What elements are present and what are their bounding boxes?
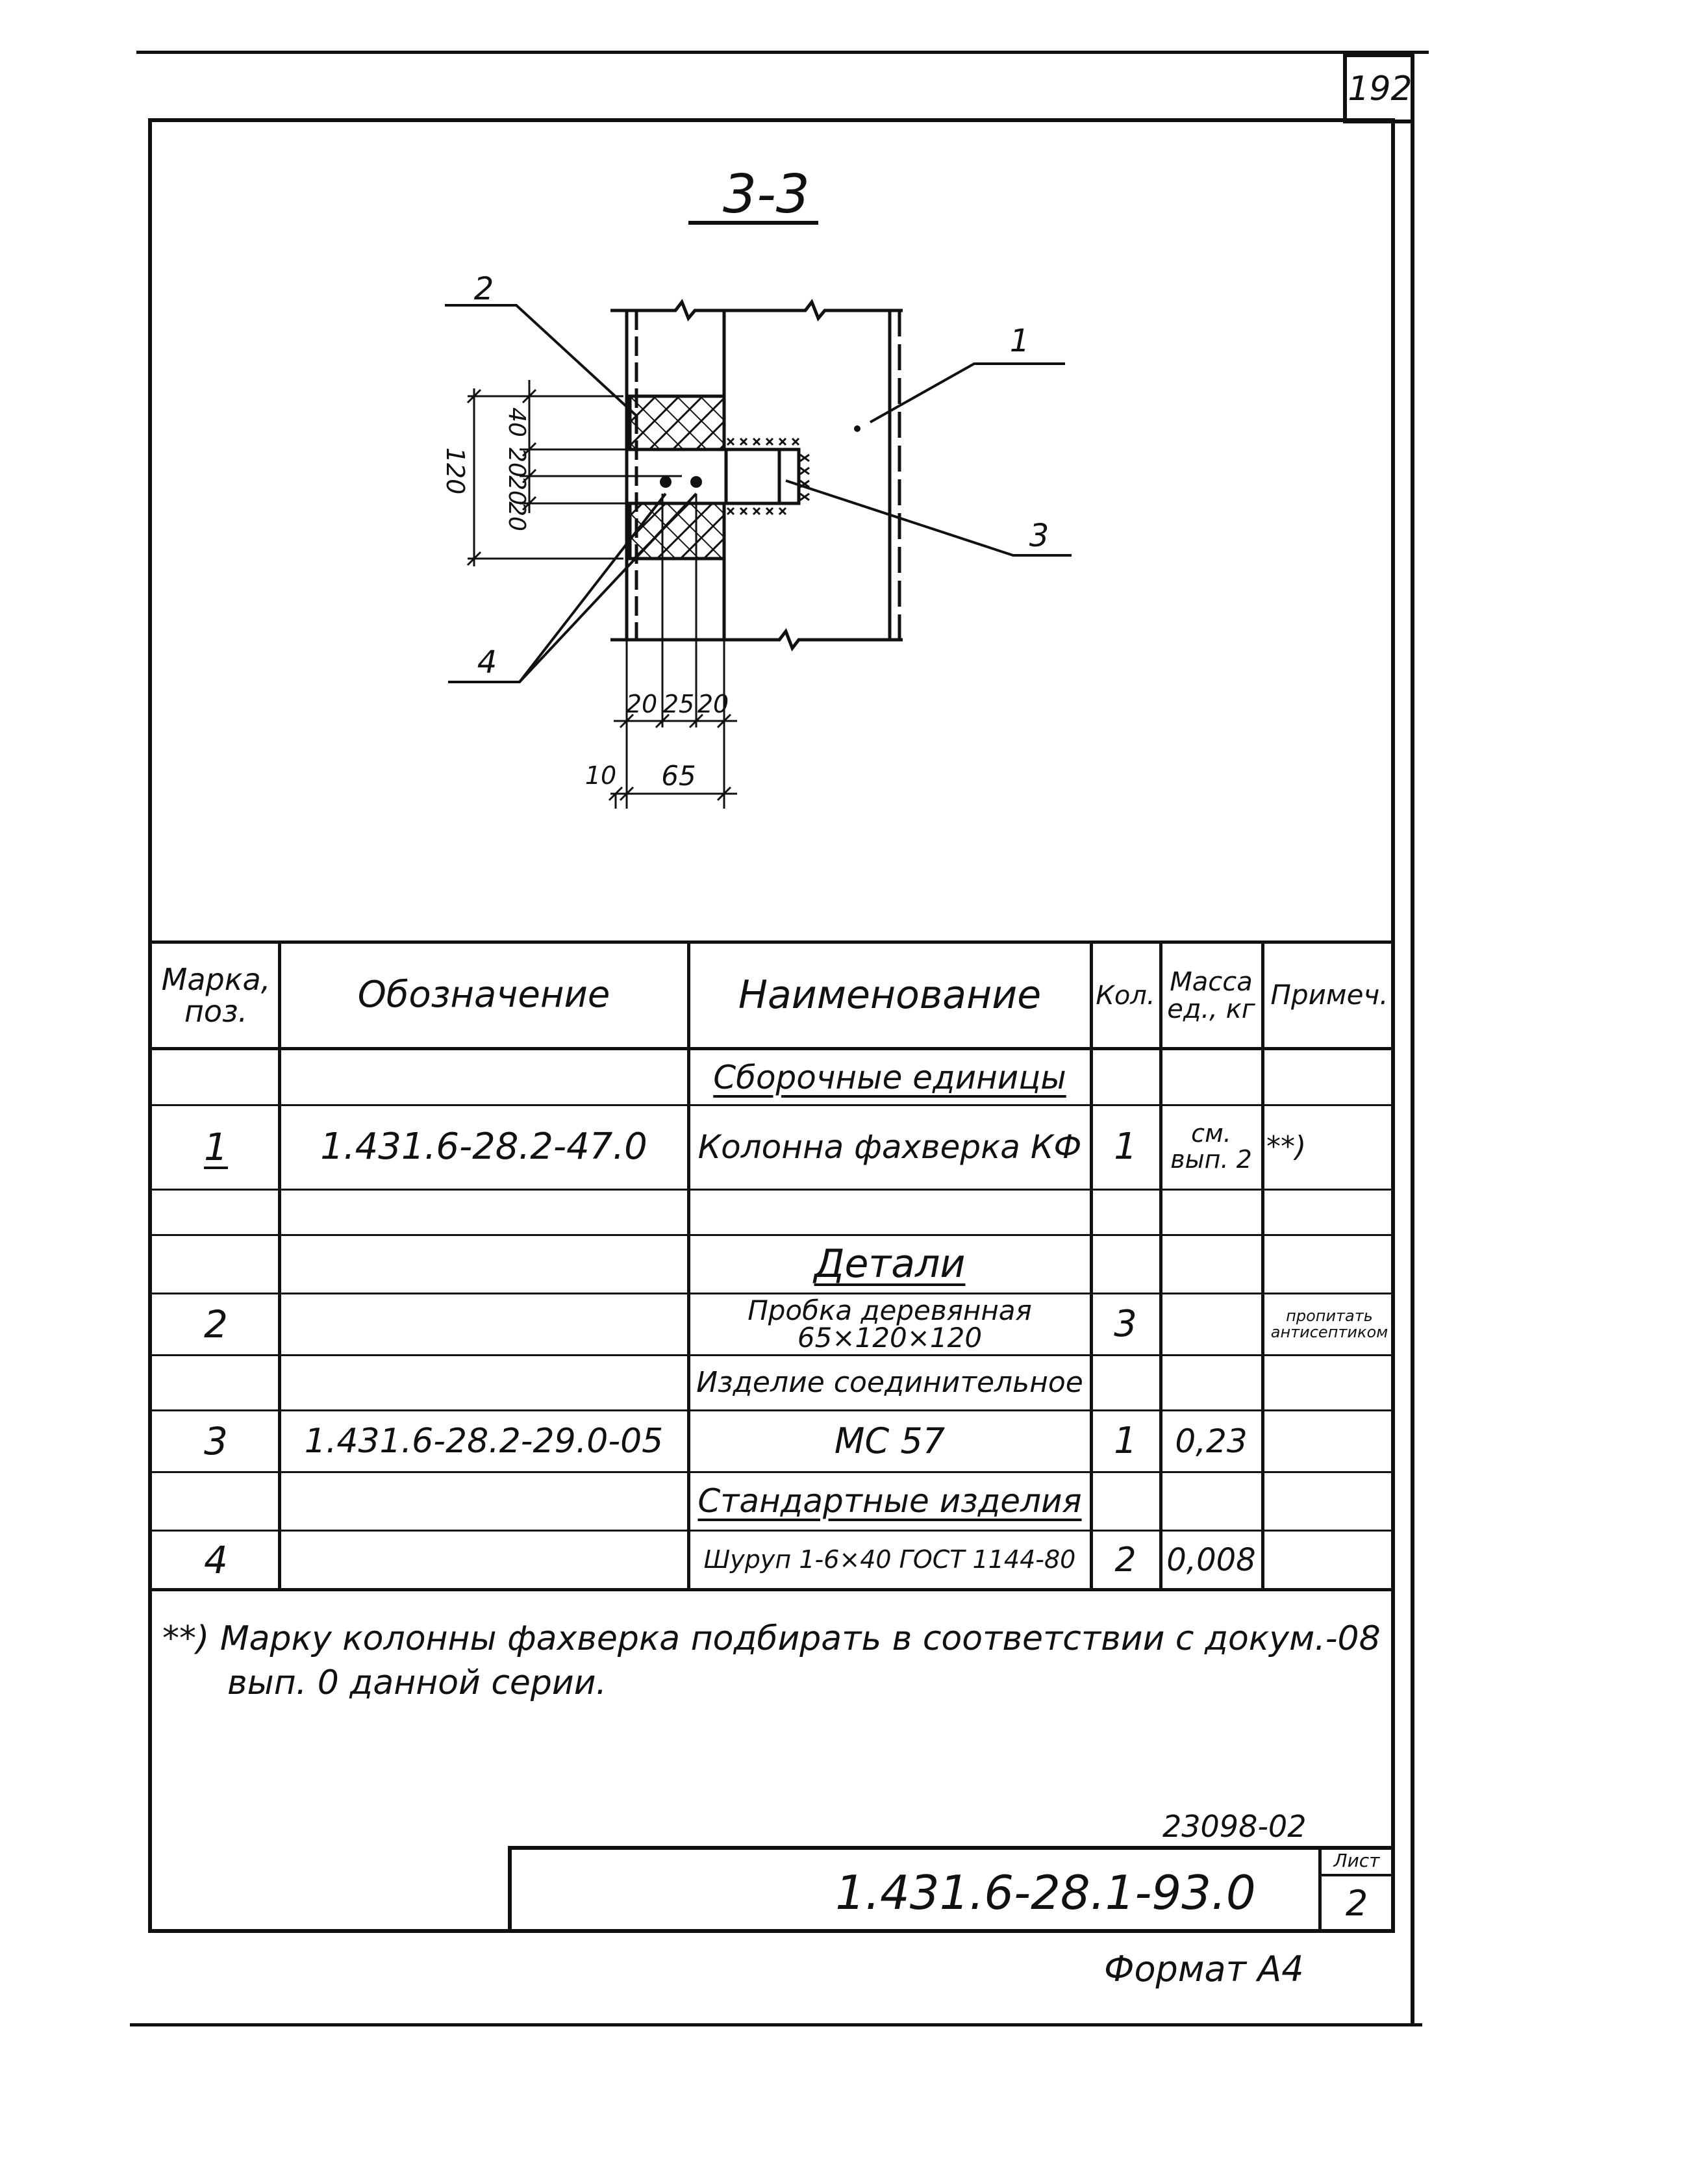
row2-note: пропитать антисептиком — [1270, 1306, 1388, 1341]
header-qty: Кол. — [1096, 980, 1155, 1011]
title-block — [508, 1846, 1395, 1933]
header-designation: Обозначение — [357, 974, 610, 1016]
horizontal-dimensions — [608, 494, 737, 809]
section-title-underline — [688, 221, 818, 225]
row4-name: Шуруп 1-6×40 ГОСТ 1144-80 — [703, 1545, 1076, 1574]
section-drawing — [445, 298, 1072, 809]
header-name: Наименование — [738, 972, 1042, 1018]
row3-qty: 1 — [1114, 1419, 1137, 1462]
row4-qty: 2 — [1114, 1540, 1137, 1580]
sheet-number-top: 192 — [1348, 69, 1413, 108]
dim-120: 120 — [440, 447, 470, 495]
dim-h-20b: 20 — [697, 690, 729, 719]
callout-4: 4 — [477, 644, 497, 681]
top-edge-line — [136, 51, 1429, 54]
section-assembly: Сборочные единицы — [713, 1058, 1066, 1096]
row2-name-line2: 65×120×120 — [797, 1322, 983, 1354]
section-standard: Стандартные изделия — [697, 1482, 1082, 1520]
callout-2: 2 — [473, 270, 494, 307]
wood-plug-top — [628, 394, 726, 451]
title-block-sheet-divider — [1318, 1874, 1395, 1876]
row2-name: Пробка деревянная 65×120×120 — [692, 1294, 1088, 1354]
row4-mark: 4 — [204, 1537, 228, 1582]
row3-name-group: Изделие соединительное — [696, 1365, 1083, 1399]
dim-h-20a: 20 — [625, 690, 658, 719]
row1-name: Колонна фахверка КФ — [697, 1128, 1082, 1166]
inventory-number: 23098-02 — [1162, 1809, 1307, 1844]
row1-qty: 1 — [1114, 1125, 1137, 1168]
row1-mass: см. вып. 2 — [1170, 1119, 1252, 1174]
format-label: Формат А4 — [1104, 1949, 1304, 1989]
header-mass: Масса ед., кг — [1167, 966, 1255, 1024]
section-title: 3-3 — [723, 163, 810, 225]
dim-h-10: 10 — [584, 761, 617, 790]
footnote: **) Марку колонны фахверка подбирать в с… — [162, 1617, 1390, 1705]
title-sheet-label: Лист — [1333, 1850, 1380, 1872]
title-sheet-value: 2 — [1345, 1882, 1368, 1924]
row1-designation: 1.431.6-28.2-47.0 — [320, 1125, 647, 1168]
footnote-line1: **) Марку колонны фахверка подбирать в с… — [162, 1619, 1381, 1658]
row3-mark: 3 — [204, 1419, 228, 1463]
row3-mass: 0,23 — [1175, 1422, 1248, 1460]
callout-1: 1 — [1009, 322, 1030, 359]
row3-name: МС 57 — [834, 1420, 946, 1461]
section-details: Детали — [814, 1241, 966, 1287]
screws — [660, 476, 702, 488]
row4-mass: 0,008 — [1166, 1541, 1256, 1578]
bottom-edge-line — [130, 2023, 1422, 2026]
header-note: Примеч. — [1270, 979, 1388, 1011]
dim-h-65: 65 — [661, 759, 696, 792]
weld-marks — [726, 437, 810, 516]
title-block-divider — [1318, 1846, 1322, 1933]
dim-h-25: 25 — [662, 690, 695, 719]
row3-designation: 1.431.6-28.2-29.0-05 — [304, 1421, 664, 1461]
row2-mark: 2 — [204, 1302, 228, 1346]
footnote-line2: вып. 0 данной серии. — [227, 1663, 607, 1702]
vertical-dimensions — [466, 380, 682, 566]
dim-20c: 20 — [503, 501, 530, 531]
header-mark: Марка, поз. — [161, 962, 271, 1029]
row1-note: **) — [1266, 1129, 1307, 1163]
callout-3: 3 — [1029, 517, 1049, 554]
row1-mark: 1 — [204, 1124, 228, 1169]
title-designation: 1.431.6-28.1-93.0 — [835, 1865, 1256, 1921]
row2-qty: 3 — [1114, 1302, 1137, 1345]
row2-name-line1: Пробка деревянная — [747, 1294, 1032, 1326]
dim-40: 40 — [503, 407, 530, 437]
right-edge-line — [1411, 52, 1414, 2026]
leader-lines — [445, 304, 1072, 683]
connector-plate — [636, 448, 801, 505]
